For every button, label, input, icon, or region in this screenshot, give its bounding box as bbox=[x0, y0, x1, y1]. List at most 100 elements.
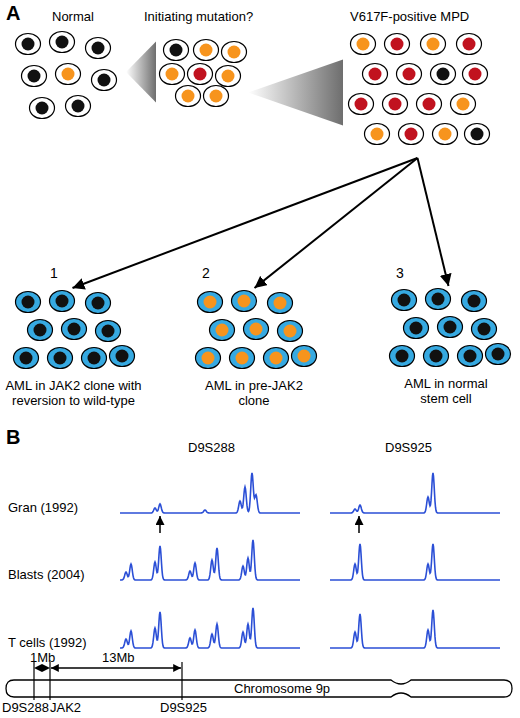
cell-body bbox=[433, 124, 458, 145]
cell-body bbox=[14, 348, 39, 369]
cell-body bbox=[62, 319, 87, 340]
cell-nucleus bbox=[92, 42, 105, 55]
cell-nucleus bbox=[371, 128, 384, 141]
cell-nucleus bbox=[469, 68, 482, 81]
cell-nucleus bbox=[357, 38, 370, 51]
distance-arrow bbox=[51, 667, 181, 668]
cell-group bbox=[12, 30, 124, 122]
cell-body bbox=[16, 292, 41, 313]
cell-nucleus bbox=[250, 323, 263, 336]
cell-nucleus bbox=[22, 296, 35, 309]
cell-body bbox=[204, 86, 229, 107]
cell-nucleus bbox=[355, 98, 368, 111]
cell-body bbox=[486, 344, 511, 365]
distance-arrow bbox=[34, 664, 50, 672]
marker-tick bbox=[181, 662, 182, 700]
electropherogram-trace bbox=[120, 473, 300, 513]
cell-nucleus bbox=[92, 297, 105, 310]
cell-group bbox=[158, 38, 246, 106]
cell-body bbox=[363, 64, 388, 85]
cell-group bbox=[345, 30, 490, 155]
cell-nucleus bbox=[444, 321, 457, 334]
lost-allele-arrow bbox=[358, 516, 360, 533]
cell-nucleus bbox=[238, 295, 251, 308]
cell-nucleus bbox=[228, 46, 241, 59]
cell-nucleus bbox=[194, 68, 207, 81]
cell-body bbox=[458, 346, 483, 367]
cell-nucleus bbox=[270, 352, 283, 365]
node-label: Chromosome 9p bbox=[234, 681, 330, 696]
expansion-wedge bbox=[126, 41, 156, 102]
cell-body bbox=[465, 124, 490, 145]
cell-nucleus bbox=[20, 352, 33, 365]
cell-body bbox=[264, 348, 289, 369]
cell-cluster: V617F-positive MPD bbox=[345, 30, 490, 155]
cell-body bbox=[222, 42, 247, 63]
cell-nucleus bbox=[457, 98, 470, 111]
cell-nucleus bbox=[236, 352, 249, 365]
node-label: Normal bbox=[52, 9, 94, 24]
cell-cluster: 3AML in normal stem cell bbox=[386, 286, 511, 371]
cell-body bbox=[160, 64, 185, 85]
cell-cluster: Normal bbox=[12, 30, 124, 122]
row-label: Blasts (2004) bbox=[8, 567, 85, 582]
cell-body bbox=[451, 94, 476, 115]
cell-nucleus bbox=[468, 295, 481, 308]
cell-body bbox=[244, 319, 269, 340]
cell-nucleus bbox=[98, 74, 111, 87]
cell-body bbox=[278, 321, 303, 342]
cell-body bbox=[198, 292, 223, 313]
cell-nucleus bbox=[72, 100, 85, 113]
node-label: AML in pre-JAK2 clone bbox=[198, 378, 310, 408]
cell-nucleus bbox=[492, 348, 505, 361]
cell-body bbox=[82, 348, 107, 369]
cell-nucleus bbox=[463, 38, 476, 51]
cell-cluster: Initiating mutation? bbox=[158, 38, 246, 106]
cell-nucleus bbox=[170, 44, 183, 57]
marker-tick bbox=[33, 662, 34, 700]
chromosome-shape: Chromosome 9p bbox=[6, 680, 512, 697]
cell-body bbox=[404, 318, 429, 339]
map-label: JAK2 bbox=[50, 700, 81, 715]
lost-allele-arrow bbox=[159, 516, 161, 533]
cell-nucleus bbox=[478, 323, 491, 336]
marker-tick bbox=[49, 662, 50, 700]
cell-body bbox=[462, 291, 487, 312]
cell-nucleus bbox=[210, 90, 223, 103]
cell-body bbox=[176, 86, 201, 107]
node-label: V617F-positive MPD bbox=[350, 9, 469, 24]
cell-body bbox=[351, 34, 376, 55]
cell-nucleus bbox=[410, 322, 423, 335]
node-label: AML in normal stem cell bbox=[396, 376, 496, 406]
chromosome-outline bbox=[6, 680, 512, 697]
electropherogram-trace bbox=[330, 473, 500, 513]
cell-cluster: 1AML in JAK2 clone with reversion to wil… bbox=[10, 288, 135, 373]
cell-nucleus bbox=[62, 68, 75, 81]
marker-header: D9S288 bbox=[188, 440, 235, 455]
panel-letter: A bbox=[6, 2, 20, 25]
cell-body bbox=[431, 64, 456, 85]
cell-body bbox=[349, 94, 374, 115]
cell-body bbox=[216, 66, 241, 87]
cell-body bbox=[268, 293, 293, 314]
electropherogram-trace bbox=[120, 540, 300, 580]
cell-nucleus bbox=[274, 297, 287, 310]
callout-number: 1 bbox=[50, 266, 58, 281]
cell-body bbox=[86, 293, 111, 314]
map-label: 13Mb bbox=[102, 650, 135, 665]
transition-arrow bbox=[73, 158, 418, 288]
cell-nucleus bbox=[88, 352, 101, 365]
row-label: T cells (1992) bbox=[8, 635, 87, 650]
cell-body bbox=[86, 38, 111, 59]
cell-nucleus bbox=[284, 325, 297, 338]
cell-nucleus bbox=[437, 68, 450, 81]
cell-nucleus bbox=[389, 98, 402, 111]
cell-body bbox=[110, 346, 135, 367]
cell-nucleus bbox=[34, 324, 47, 337]
cell-nucleus bbox=[200, 44, 213, 57]
transition-arrow bbox=[255, 158, 418, 288]
cell-body bbox=[16, 34, 41, 55]
cell-group bbox=[192, 288, 317, 373]
map-label: D9S288 bbox=[2, 700, 49, 715]
